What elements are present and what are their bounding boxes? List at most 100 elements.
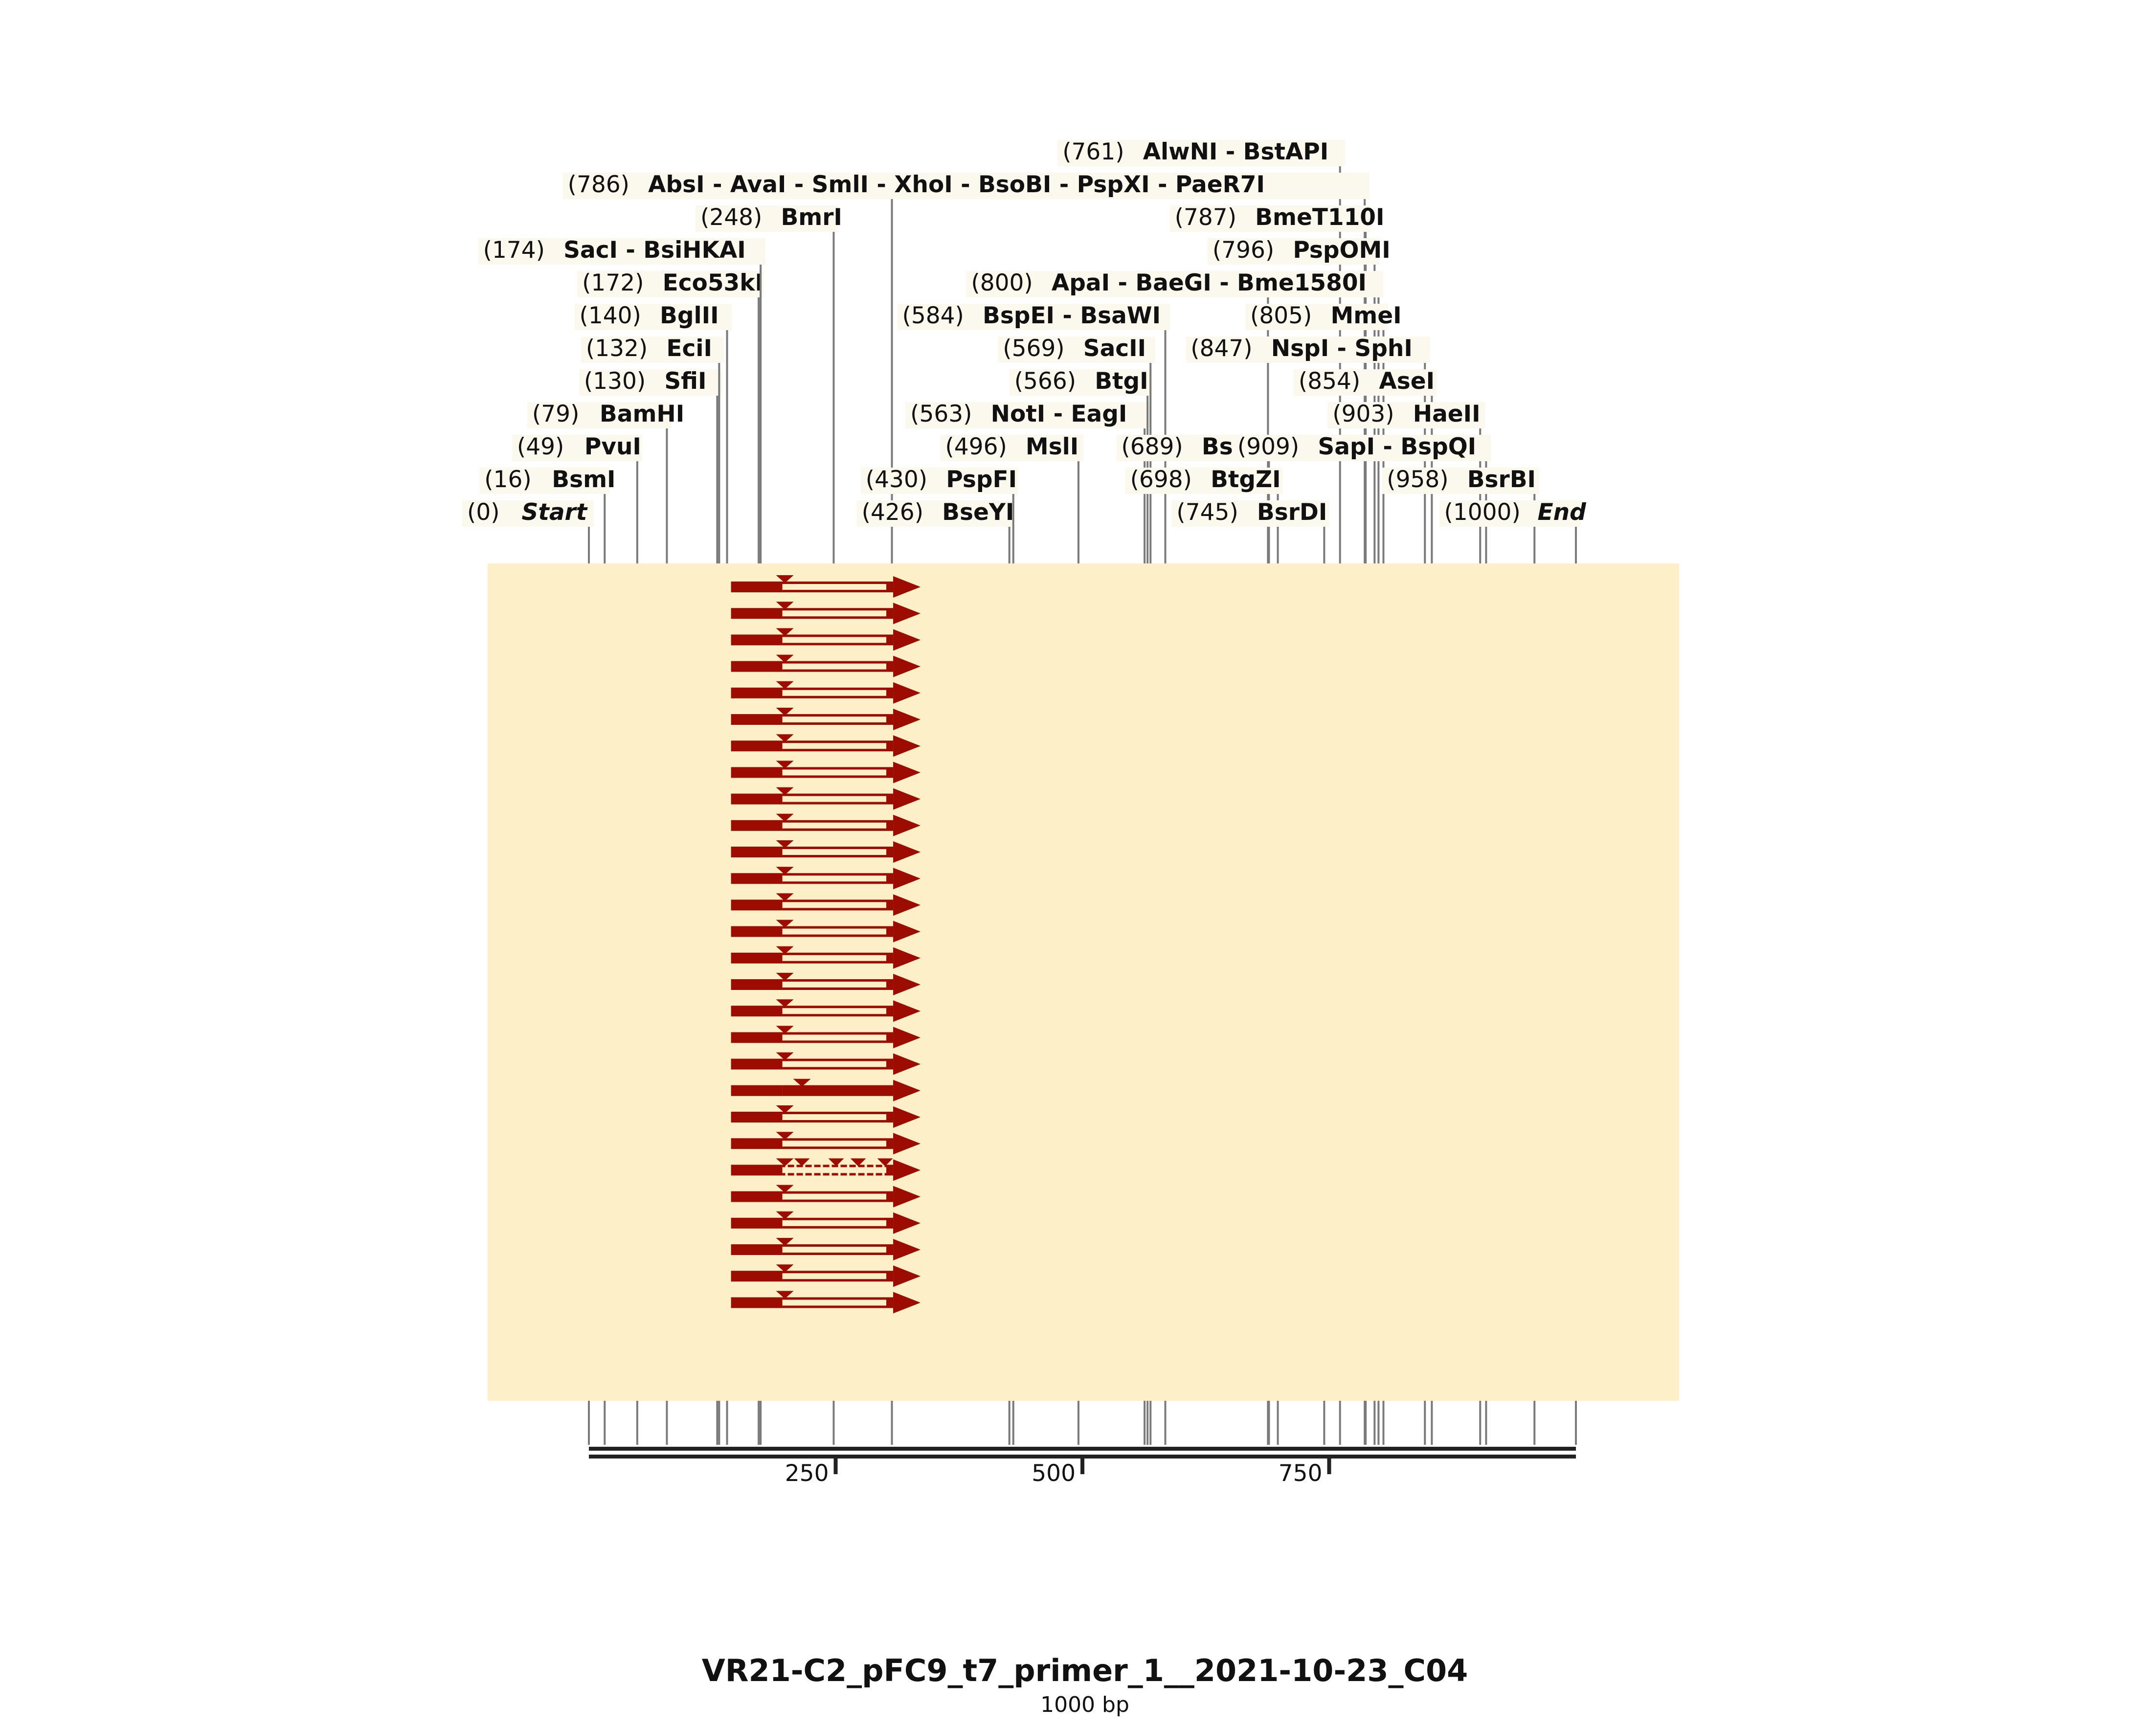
site-label-bg xyxy=(966,271,1384,297)
site-name: BmeT110I xyxy=(1255,204,1384,231)
read-arrowhead xyxy=(893,1027,921,1049)
site-22: (745)BsrDI xyxy=(1171,499,1329,1445)
read-20 xyxy=(731,1078,921,1101)
site-2: (16)BsmI xyxy=(479,466,616,1445)
read-gap xyxy=(782,1141,887,1147)
read-arrowhead xyxy=(893,603,921,625)
read-indel-marker xyxy=(776,973,794,981)
read-gap xyxy=(782,955,887,961)
read-arrowhead xyxy=(893,576,921,598)
read-gap xyxy=(782,796,887,802)
site-position: (847) xyxy=(1190,335,1252,362)
site-name: BglII xyxy=(660,302,719,329)
site-label-bg xyxy=(1125,468,1283,494)
site-label-bg xyxy=(998,337,1156,363)
site-label-bg xyxy=(478,238,766,265)
site-15: (563)NotI - EagI xyxy=(905,401,1150,1445)
read-gap xyxy=(782,769,887,776)
read-13 xyxy=(731,893,921,916)
read-8 xyxy=(731,761,921,784)
read-mismatch xyxy=(811,1165,814,1176)
read-15 xyxy=(731,946,921,969)
read-segment xyxy=(731,1058,783,1070)
site-name: BspEI - BsaWI xyxy=(983,302,1161,329)
read-segment xyxy=(731,926,783,937)
read-gap xyxy=(782,690,887,696)
read-indel-marker xyxy=(776,761,794,769)
site-position: (903) xyxy=(1332,401,1394,427)
site-name: SacII xyxy=(1083,335,1146,362)
site-position: (909) xyxy=(1237,433,1299,460)
site-position: (430) xyxy=(866,466,927,493)
site-31: (903) HaeII xyxy=(1327,401,1485,1445)
site-label-bg xyxy=(1245,304,1389,330)
read-indel-marker xyxy=(776,1052,794,1060)
read-gap xyxy=(782,1114,887,1120)
site-position: (132) xyxy=(586,335,648,362)
read-arrowhead xyxy=(893,788,921,810)
site-29: (847) NspI - SphI xyxy=(1186,335,1430,1445)
site-label-bg xyxy=(512,435,642,461)
site-position: (796) xyxy=(1213,237,1274,264)
read-gap xyxy=(782,1193,887,1200)
read-26 xyxy=(731,1238,921,1260)
site-34: (1000)End xyxy=(1439,499,1587,1445)
site-25: (787)BmeT110I xyxy=(1169,204,1385,1445)
site-name: SapI - BspQI xyxy=(1318,433,1476,460)
read-gap xyxy=(782,1061,887,1067)
read-indel-marker xyxy=(776,787,794,795)
read-indel-marker xyxy=(850,1158,866,1167)
site-name: AseI xyxy=(1379,368,1435,395)
read-gap xyxy=(782,1300,887,1306)
read-arrowhead xyxy=(893,974,921,995)
read-mismatch xyxy=(873,1165,876,1176)
read-mismatch xyxy=(803,1165,806,1176)
read-arrowhead xyxy=(893,920,921,943)
site-label-bg xyxy=(940,435,1083,461)
read-arrowhead xyxy=(893,1292,921,1314)
site-32: (909) SapI - BspQI xyxy=(1232,433,1491,1445)
read-22 xyxy=(731,1132,921,1155)
read-segment xyxy=(731,714,783,725)
site-position: (786) xyxy=(568,171,629,198)
site-name: NspI - SphI xyxy=(1271,335,1413,362)
read-25 xyxy=(731,1211,921,1234)
site-position: (496) xyxy=(945,433,1007,460)
read-11 xyxy=(731,840,921,863)
read-gap xyxy=(782,610,887,617)
read-segment xyxy=(731,767,783,778)
read-mismatch xyxy=(864,1165,867,1176)
site-8: (172)Eco53kI xyxy=(577,269,764,1445)
site-position: (49) xyxy=(517,433,564,460)
site-name: HaeII xyxy=(1413,401,1481,427)
site-name: AlwNI - BstAPI xyxy=(1143,138,1329,165)
read-segment xyxy=(731,1217,783,1229)
site-position: (689) xyxy=(1121,433,1183,460)
site-label-bg xyxy=(1232,435,1491,461)
read-indel-marker xyxy=(877,1158,893,1167)
site-name: AbsI - AvaI - SmlI - XhoI - BsoBI - PspX… xyxy=(648,171,1265,198)
site-label-bg xyxy=(695,205,839,232)
site-label-bg xyxy=(1009,369,1153,396)
site-label-bg xyxy=(479,468,610,494)
read-gap xyxy=(782,982,887,987)
read-indel-marker xyxy=(776,920,794,928)
axis-tick-label: 250 xyxy=(785,1460,829,1487)
site-1: (0)Start xyxy=(462,499,594,1445)
site-label-bg xyxy=(1207,238,1380,265)
read-indel-marker xyxy=(776,654,794,663)
read-arrowhead xyxy=(893,841,921,863)
site-name: PvuI xyxy=(584,433,641,460)
read-gap xyxy=(782,663,887,670)
read-arrowhead xyxy=(893,1265,921,1287)
read-segment xyxy=(731,1006,783,1017)
site-label-bg xyxy=(905,402,1150,428)
site-label-bg xyxy=(1171,500,1329,527)
read-gap xyxy=(782,1247,887,1253)
read-arrowhead xyxy=(893,1000,921,1022)
read-segment xyxy=(731,741,783,752)
read-23 xyxy=(731,1158,921,1181)
read-mismatch xyxy=(838,1165,841,1176)
site-name: EciI xyxy=(666,335,712,362)
